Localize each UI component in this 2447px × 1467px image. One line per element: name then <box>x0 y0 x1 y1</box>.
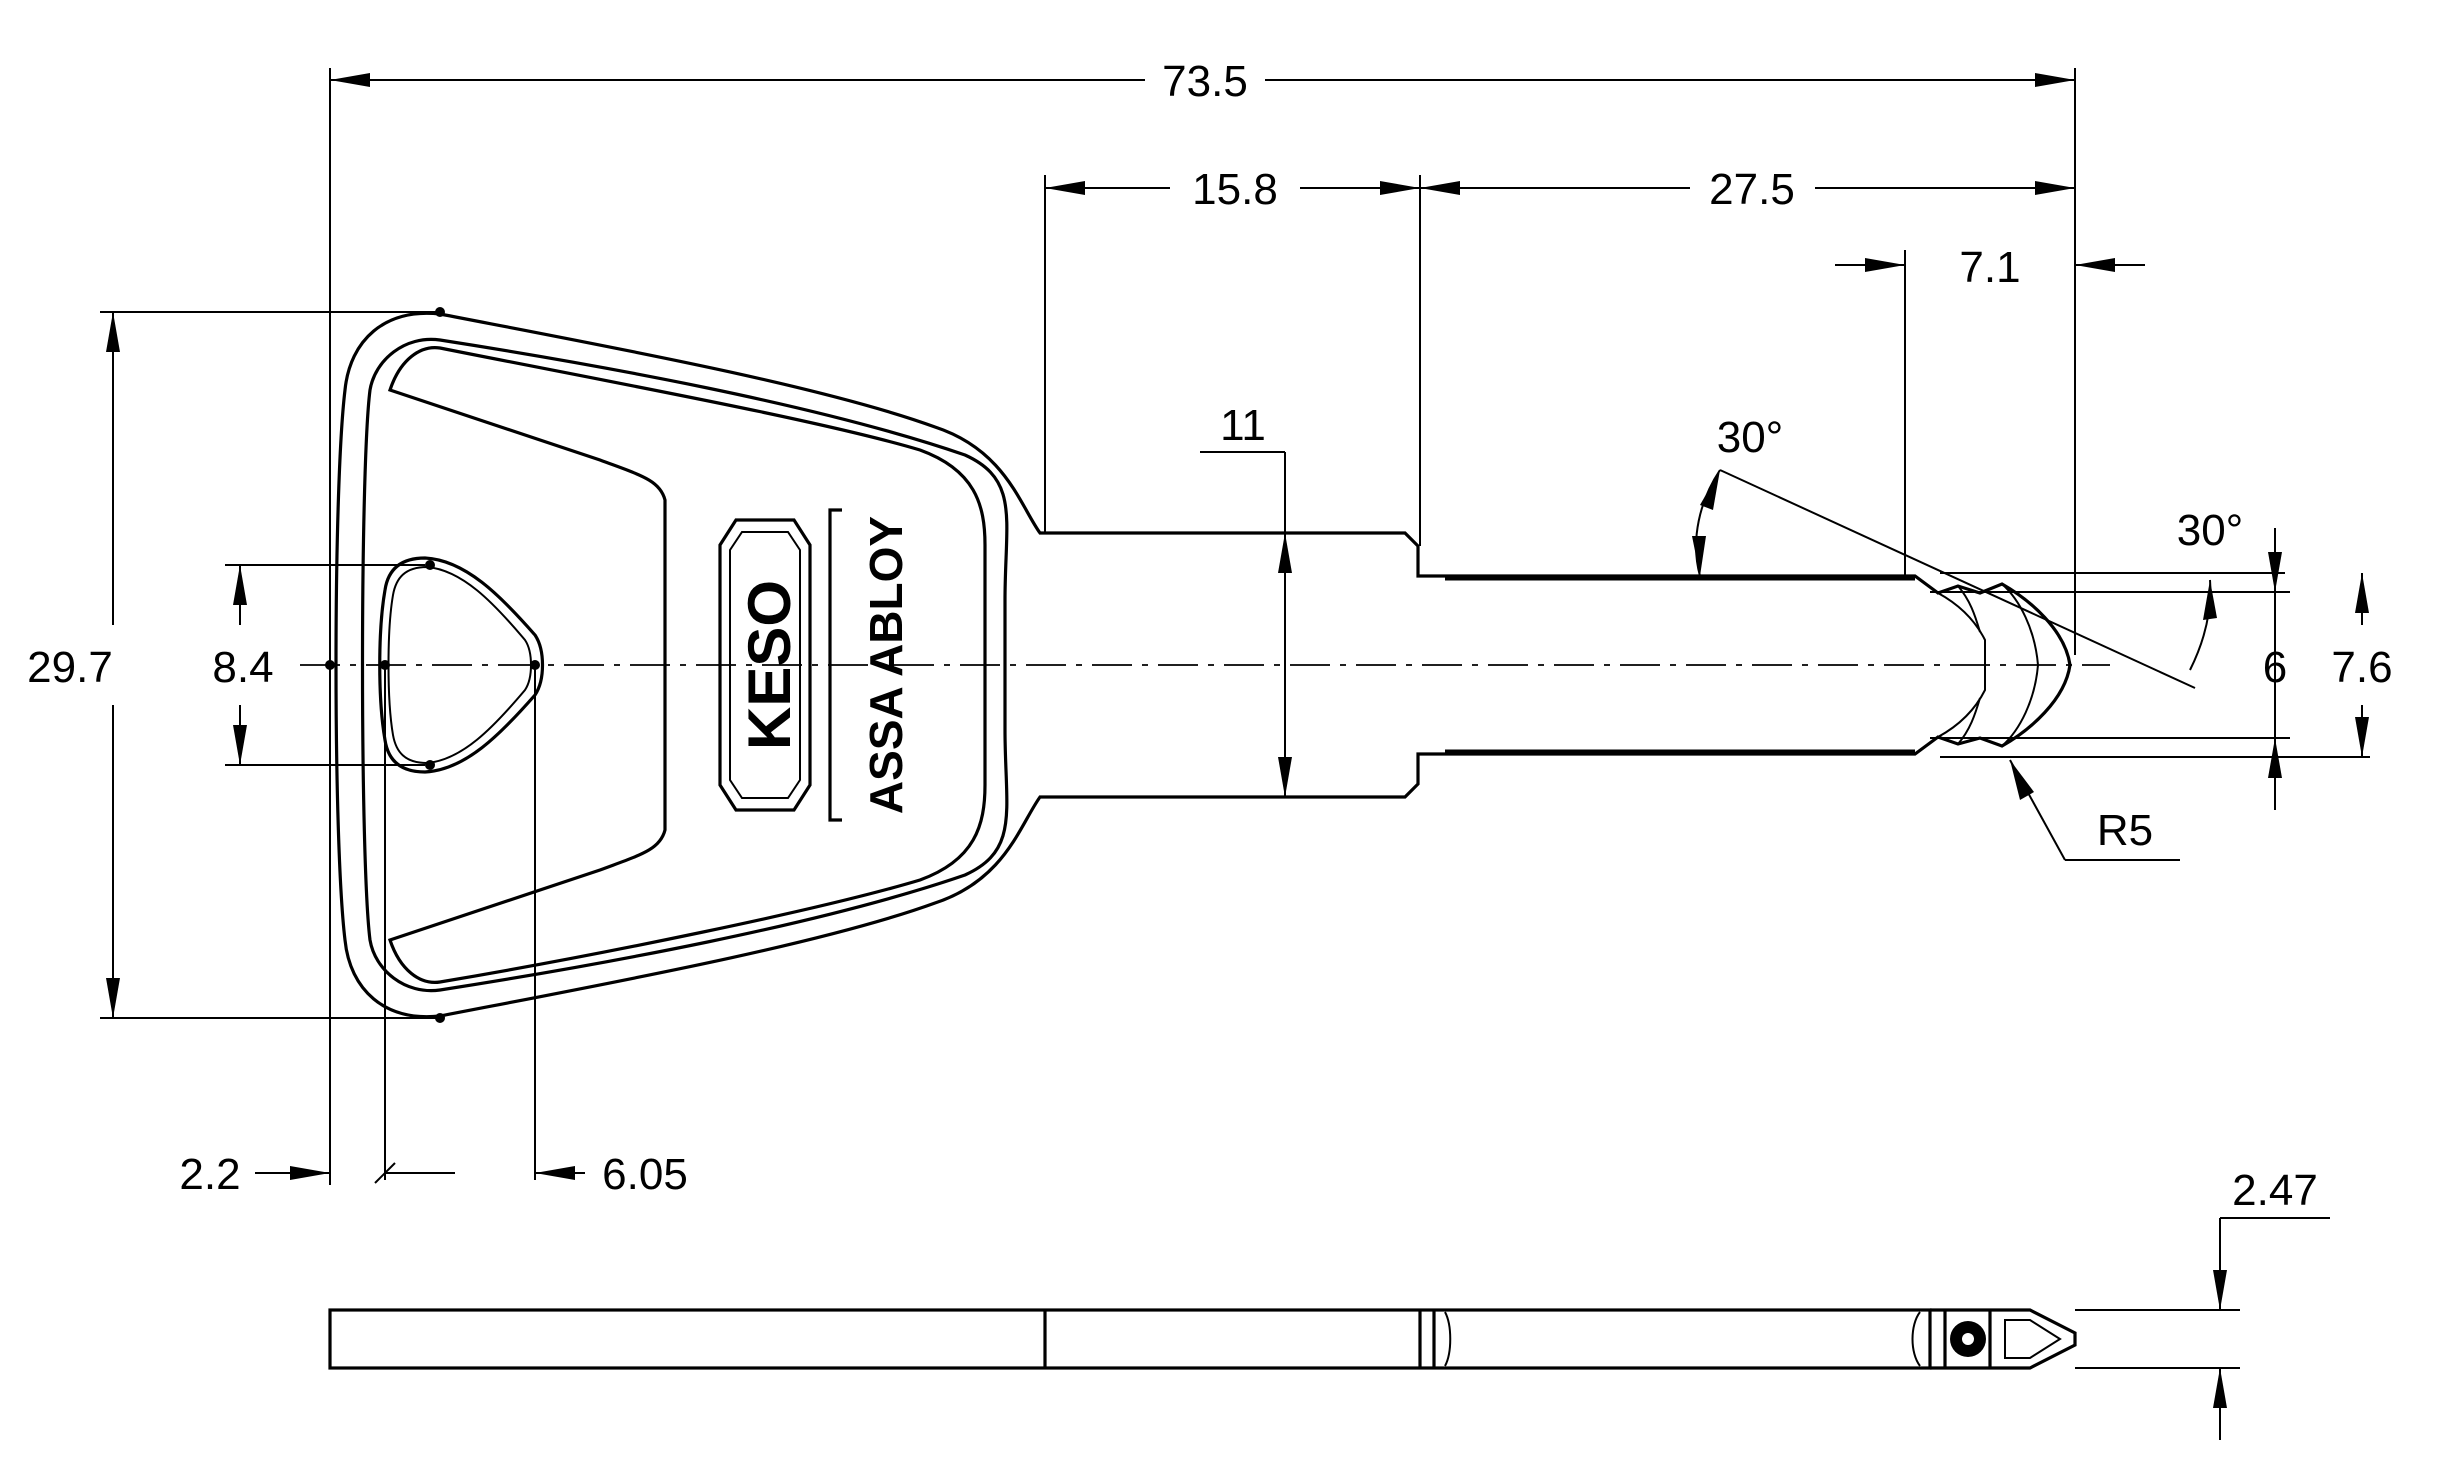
dim-shank-width: 11 <box>1200 401 1292 797</box>
dim-shank-width-label: 11 <box>1220 401 1266 450</box>
dim-shoulder-to-tip: 27.5 <box>1420 165 2075 214</box>
dim-angle-top-label: 30° <box>1717 413 1784 462</box>
reference-dots <box>325 307 540 1023</box>
dim-angle-tip: 30° <box>2177 506 2244 671</box>
dim-overall-length-label: 73.5 <box>1162 57 1248 106</box>
extension-lines <box>100 68 2370 1185</box>
dim-tip-offset-label: 7.1 <box>1959 243 2020 292</box>
dim-hole-height: 8.4 <box>212 565 274 765</box>
dim-hole-left-label: 2.2 <box>179 1150 240 1199</box>
dim-tip-width-inner: 6 <box>2263 528 2287 810</box>
dim-tip-width-inner-label: 6 <box>2263 643 2287 692</box>
dim-angle-top: 30° <box>1692 413 2196 689</box>
dim-hole-height-label: 8.4 <box>212 643 273 692</box>
key-side-view <box>328 1308 2240 1370</box>
dim-hole-left: 2.2 <box>179 1150 455 1199</box>
dim-head-to-shoulder-label: 15.8 <box>1192 165 1278 214</box>
dim-hole-right-label: 6.05 <box>602 1150 688 1199</box>
dim-tip-radius-label: R5 <box>2097 806 2153 855</box>
dim-head-height: 29.7 <box>27 312 120 1018</box>
dim-overall-length: 73.5 <box>330 57 2075 106</box>
dim-thickness: 2.47 <box>2213 1166 2330 1440</box>
dim-angle-tip-label: 30° <box>2177 506 2244 555</box>
dim-tip-offset: 7.1 <box>1835 243 2145 292</box>
dim-shoulder-to-tip-label: 27.5 <box>1709 165 1795 214</box>
dim-tip-width-outer-label: 7.6 <box>2331 643 2392 692</box>
dim-hole-right: 6.05 <box>535 1150 688 1199</box>
dim-tip-width-outer: 7.6 <box>2331 573 2393 757</box>
dim-tip-radius: R5 <box>2009 759 2180 861</box>
dim-head-height-label: 29.7 <box>27 643 113 692</box>
dim-thickness-label: 2.47 <box>2232 1166 2318 1215</box>
dim-head-to-shoulder: 15.8 <box>1045 165 1420 214</box>
